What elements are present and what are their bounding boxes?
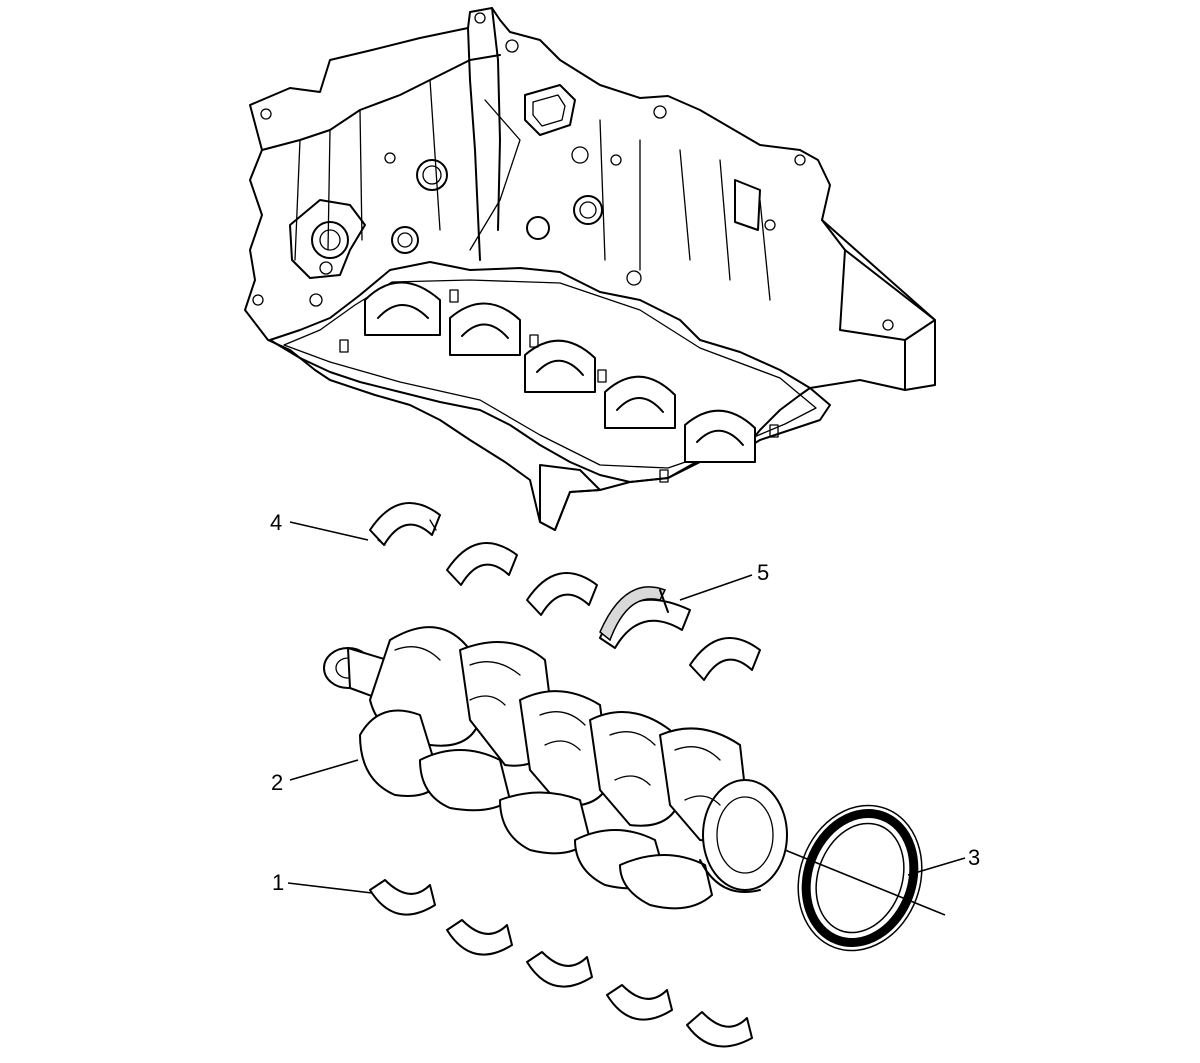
callout-2: 2 <box>271 770 283 795</box>
upper-bearing-1 <box>369 502 441 546</box>
crankshaft-centerline <box>784 849 946 916</box>
upper-bearing-2 <box>446 542 518 586</box>
leader-2 <box>289 759 359 781</box>
leader-1 <box>287 882 373 894</box>
rear-oil-seal <box>797 804 923 952</box>
callout-5: 5 <box>757 560 769 585</box>
lower-bearing-3 <box>526 951 593 988</box>
lower-bearing-halves <box>369 879 753 1048</box>
lower-bearing-1 <box>369 879 436 916</box>
lower-bearing-2 <box>446 919 513 956</box>
engine-block <box>244 7 936 531</box>
bearing-saddles <box>364 281 756 463</box>
leader-4 <box>289 521 369 541</box>
callout-3: 3 <box>968 845 980 870</box>
crankshaft <box>323 626 788 910</box>
lower-bearing-5 <box>686 1011 753 1048</box>
thrust-bearing <box>599 586 691 649</box>
leader-3 <box>907 857 966 876</box>
upper-bearing-3 <box>526 572 598 616</box>
callout-1: 1 <box>272 870 284 895</box>
leader-5 <box>679 574 753 601</box>
callout-leaders <box>287 521 966 894</box>
upper-bearing-5 <box>689 637 761 681</box>
callout-4: 4 <box>270 510 282 535</box>
callout-labels: 1 2 3 4 5 <box>270 510 980 895</box>
lower-bearing-4 <box>606 984 673 1021</box>
upper-bearing-halves <box>369 502 761 681</box>
